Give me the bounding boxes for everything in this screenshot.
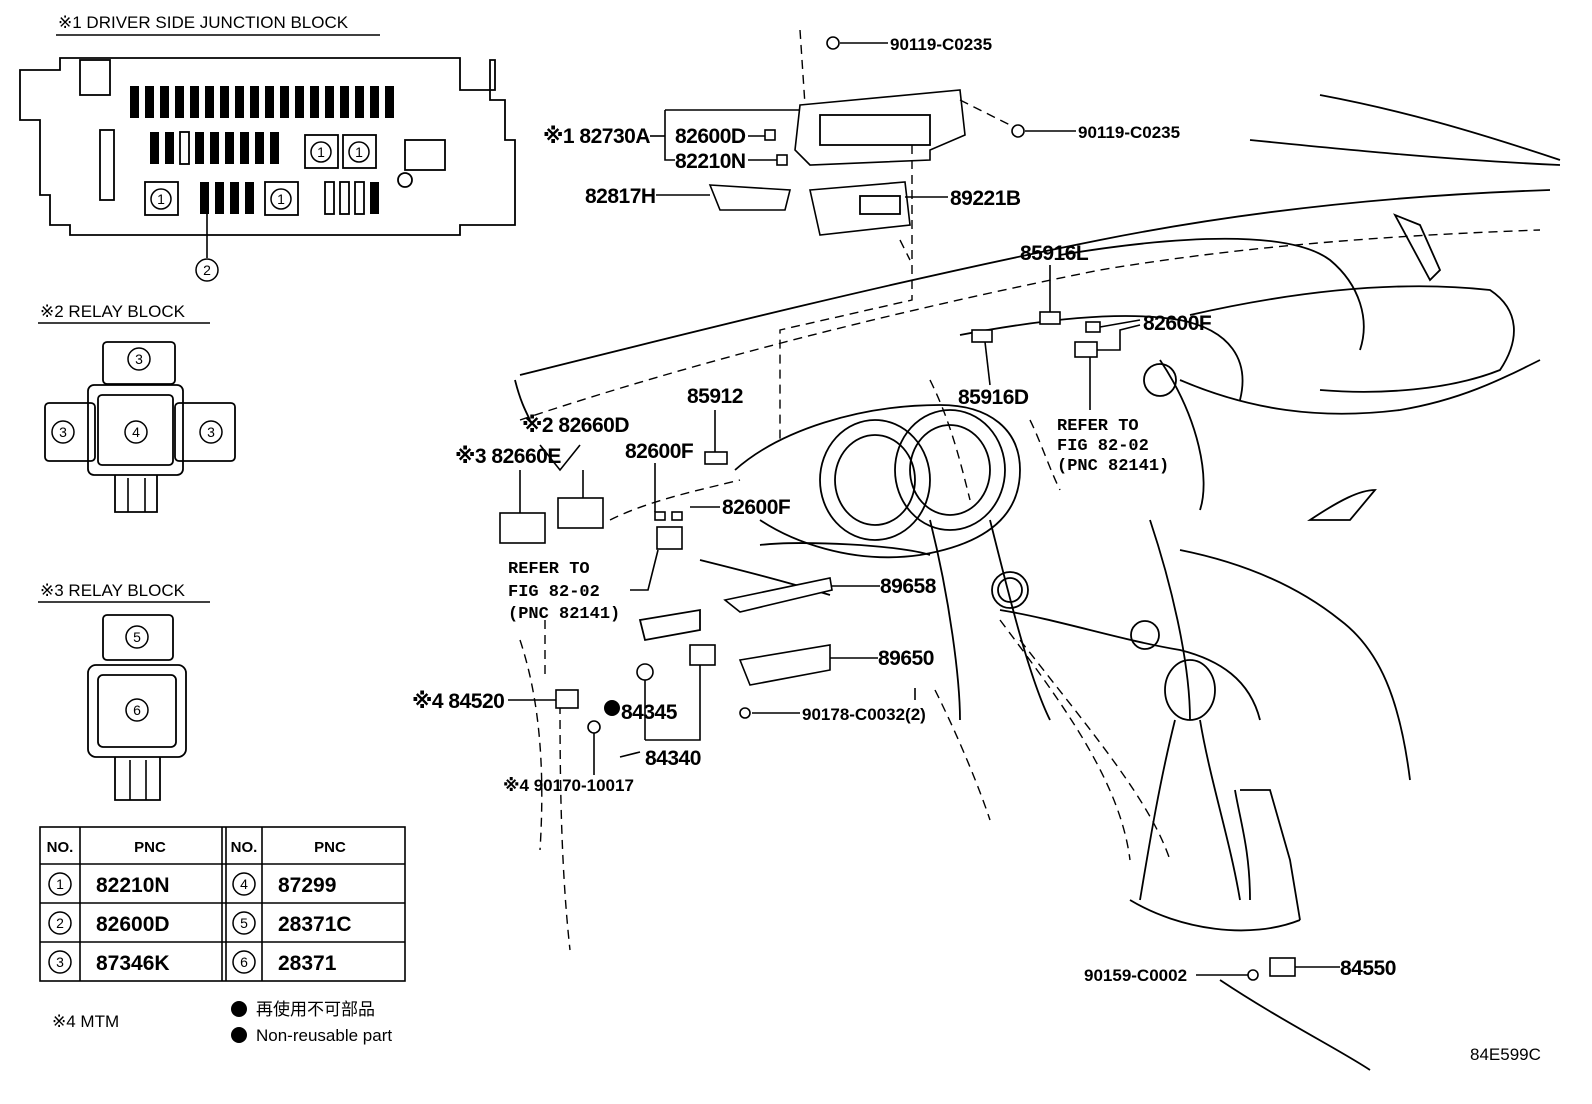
note-mtm: ※4 MTM	[52, 1012, 119, 1031]
label-85916l: 85916L	[1020, 242, 1089, 265]
label-82600f-lower: 82600F	[722, 496, 791, 519]
refer-left-line-2: FIG 82-02	[508, 583, 600, 602]
legend-en: Non-reusable part	[256, 1026, 392, 1045]
label-84550: 84550	[1340, 957, 1396, 980]
part-labels: 90119-C0235 90119-C0235 ※1 82730A 82600D…	[412, 35, 1396, 985]
table-row-2-pnc-a: 82600D	[96, 913, 170, 936]
legend-dot-jp	[231, 1001, 247, 1017]
relay2-marker-3-left: 3	[59, 424, 67, 440]
label-90119-c0235-right: 90119-C0235	[1078, 123, 1180, 142]
refer-left-line-1: REFER TO	[508, 560, 590, 579]
relay2-marker-3-top: 3	[135, 351, 143, 367]
figure-code: 84E599C	[1470, 1045, 1541, 1064]
junction-block: ※1 DRIVER SIDE JUNCTION BLOCK	[19, 13, 516, 282]
label-82817h: 82817H	[585, 185, 656, 208]
label-85912: 85912	[687, 385, 743, 408]
table-row-3-no-b: 6	[240, 954, 248, 970]
table-row-1-no-a: 1	[56, 876, 64, 892]
label-84520: ※4 84520	[412, 690, 504, 713]
refer-right-line-3: (PNC 82141)	[1057, 457, 1169, 476]
label-82210n: 82210N	[675, 150, 746, 173]
refer-left-line-3: (PNC 82141)	[508, 605, 620, 624]
table-row-2-pnc-b: 28371C	[278, 913, 352, 936]
label-90170-10017: ※4 90170-10017	[503, 776, 634, 795]
refer-right-line-2: FIG 82-02	[1057, 437, 1149, 456]
table-row-2-no-b: 5	[240, 915, 248, 931]
relay-block-3: ※3 RELAY BLOCK 5 6	[38, 581, 210, 801]
legend-jp: 再使用不可部品	[256, 999, 375, 1019]
label-82660d: ※2 82660D	[522, 414, 629, 437]
table-row-1-pnc-b: 87299	[278, 874, 336, 897]
ecu-assembly	[708, 29, 1025, 440]
dashboard-outline	[514, 94, 1561, 1071]
relay-block-2: ※2 RELAY BLOCK 3 3 4 3	[38, 302, 236, 513]
label-89658: 89658	[880, 575, 937, 598]
leader-lines	[508, 42, 1340, 976]
table-header-pnc-b: PNC	[314, 839, 346, 856]
label-82600f-mid: 82600F	[625, 440, 694, 463]
label-82730a: ※1 82730A	[543, 125, 650, 148]
table-row-1-pnc-a: 82210N	[96, 874, 170, 897]
pnc-table: NO. PNC NO. PNC 1 82210N 4 87299 2 82600…	[39, 826, 406, 982]
table-row-3-pnc-a: 87346K	[96, 952, 170, 975]
label-85916d: 85916D	[958, 386, 1029, 409]
label-84340: 84340	[645, 747, 701, 770]
table-header-pnc-a: PNC	[134, 839, 166, 856]
table-row-1-no-b: 4	[240, 876, 248, 892]
section-title-junction-block: ※1 DRIVER SIDE JUNCTION BLOCK	[58, 13, 349, 32]
junction-marker-2: 2	[203, 262, 211, 278]
table-row-2-no-a: 2	[56, 915, 64, 931]
junction-marker-1c: 1	[157, 191, 165, 207]
label-90159-c0002: 90159-C0002	[1084, 966, 1187, 985]
table-header-no-a: NO.	[47, 839, 74, 856]
label-89221b: 89221B	[950, 187, 1021, 210]
table-header-no-b: NO.	[231, 839, 258, 856]
junction-marker-1a: 1	[317, 144, 325, 160]
section-title-relay-block-3: ※3 RELAY BLOCK	[40, 581, 186, 600]
label-84345: 84345	[621, 701, 678, 724]
junction-marker-1d: 1	[277, 191, 285, 207]
table-row-3-pnc-b: 28371	[278, 952, 337, 975]
label-82600d: 82600D	[675, 125, 746, 148]
section-title-relay-block-2: ※2 RELAY BLOCK	[40, 302, 186, 321]
label-82660e: ※3 82660E	[455, 445, 561, 468]
label-82600f-right: 82600F	[1143, 312, 1212, 335]
relay2-marker-4: 4	[132, 424, 140, 440]
refer-right-line-1: REFER TO	[1057, 417, 1139, 436]
label-90178-c0032: 90178-C0032(2)	[802, 705, 926, 724]
label-90119-c0235-top: 90119-C0235	[890, 35, 992, 54]
small-parts	[499, 311, 1296, 981]
relay3-marker-6: 6	[133, 702, 141, 718]
relay2-marker-3-right: 3	[207, 424, 215, 440]
label-89650: 89650	[878, 647, 934, 670]
notes: ※4 MTM 再使用不可部品 Non-reusable part 84E599C	[52, 999, 1541, 1064]
junction-marker-1b: 1	[355, 144, 363, 160]
relay3-marker-5: 5	[133, 629, 141, 645]
legend-dot-en	[231, 1027, 247, 1043]
table-row-3-no-a: 3	[56, 954, 64, 970]
